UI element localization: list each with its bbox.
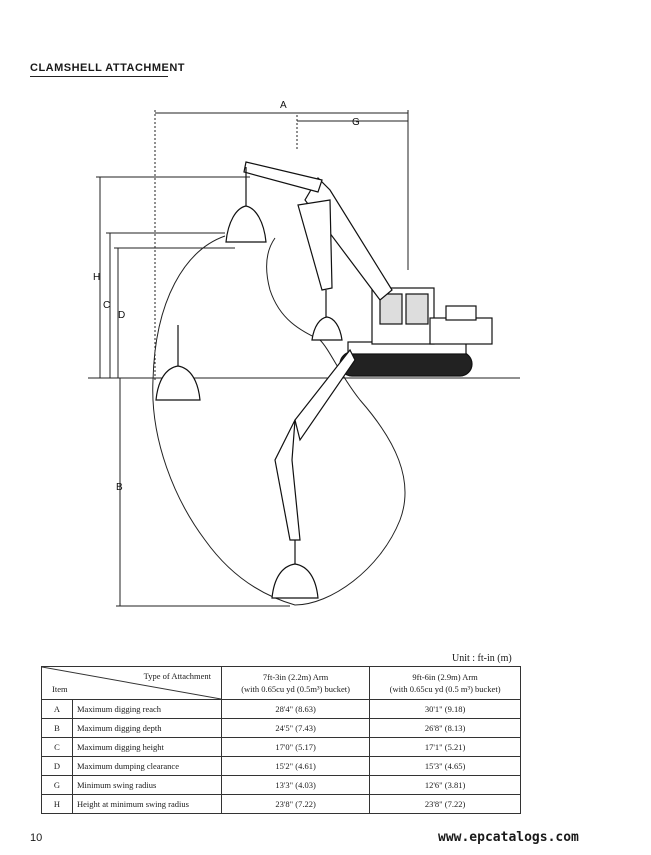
row-key: A — [41, 699, 73, 719]
bucket-high — [225, 205, 267, 243]
row-value-2: 17'1" (5.21) — [369, 737, 521, 757]
column-header-arm-7ft: 7ft-3in (2.2m) Arm (with 0.65cu yd (0.5m… — [220, 666, 371, 700]
col1-line1: 7ft-3in (2.2m) Arm — [262, 672, 329, 682]
table-row: D Maximum dumping clearance 15'2" (4.61)… — [41, 756, 521, 776]
row-value-2: 23'8" (7.22) — [369, 794, 521, 814]
dim-c-label: C — [103, 300, 110, 311]
row-value-1: 28'4" (8.63) — [220, 699, 371, 719]
bucket-mid — [311, 316, 343, 341]
row-name: Minimum swing radius — [72, 775, 222, 795]
row-key: B — [41, 718, 73, 738]
row-value-2: 15'3" (4.65) — [369, 756, 521, 776]
row-name: Maximum digging depth — [72, 718, 222, 738]
table-row: A Maximum digging reach 28'4" (8.63) 30'… — [41, 699, 521, 719]
bucket-low — [271, 563, 319, 599]
working-range-diagram: A G H C D B — [88, 100, 520, 607]
page-number: 10 — [30, 832, 43, 844]
title-underline — [30, 76, 168, 77]
row-key: G — [41, 775, 73, 795]
spec-table: Type of Attachment Item 7ft-3in (2.2m) A… — [41, 666, 521, 814]
diagonal-divider — [42, 667, 221, 699]
watermark: www.epcatalogs.com — [438, 830, 579, 845]
row-name: Height at minimum swing radius — [72, 794, 222, 814]
col2-line2: (with 0.65cu yd (0.5 m³) bucket) — [389, 684, 501, 694]
dim-g-label: G — [352, 117, 360, 128]
row-key: C — [41, 737, 73, 757]
row-value-2: 26'8" (8.13) — [369, 718, 521, 738]
clamshell-bucket-icons — [155, 205, 343, 599]
working-envelope — [152, 235, 406, 606]
table-row: C Maximum digging height 17'0" (5.17) 17… — [41, 737, 521, 757]
row-name: Maximum digging reach — [72, 699, 222, 719]
row-value-2: 12'6" (3.81) — [369, 775, 521, 795]
dim-b-label: B — [116, 482, 123, 493]
dim-h-label: H — [93, 272, 100, 283]
table-row: G Minimum swing radius 13'3" (4.03) 12'6… — [41, 775, 521, 795]
row-key: D — [41, 756, 73, 776]
col1-line2: (with 0.65cu yd (0.5m³) bucket) — [241, 684, 350, 694]
excavator-icon — [177, 161, 493, 570]
section-title: CLAMSHELL ATTACHMENT — [30, 62, 186, 74]
column-header-arm-9ft: 9ft-6in (2.9m) Arm (with 0.65cu yd (0.5 … — [369, 666, 521, 700]
row-value-1: 13'3" (4.03) — [220, 775, 371, 795]
col2-line1: 9ft-6in (2.9m) Arm — [412, 672, 478, 682]
dim-d-label: D — [118, 310, 125, 321]
unit-note: Unit : ft-in (m) — [452, 653, 512, 664]
table-row: H Height at minimum swing radius 23'8" (… — [41, 794, 521, 814]
row-name: Maximum digging height — [72, 737, 222, 757]
row-key: H — [41, 794, 73, 814]
item-label: Item — [52, 684, 68, 694]
row-value-1: 23'8" (7.22) — [220, 794, 371, 814]
row-value-1: 15'2" (4.61) — [220, 756, 371, 776]
dim-a-label: A — [280, 100, 287, 111]
row-name: Maximum dumping clearance — [72, 756, 222, 776]
row-value-2: 30'1" (9.18) — [369, 699, 521, 719]
row-value-1: 17'0" (5.17) — [220, 737, 371, 757]
row-value-1: 24'5" (7.43) — [220, 718, 371, 738]
table-header-row: Type of Attachment Item 7ft-3in (2.2m) A… — [41, 666, 521, 700]
header-diagonal-cell: Type of Attachment Item — [41, 666, 222, 700]
table-row: B Maximum digging depth 24'5" (7.43) 26'… — [41, 718, 521, 738]
type-of-attachment-label: Type of Attachment — [143, 671, 211, 681]
bucket-left — [155, 365, 201, 401]
